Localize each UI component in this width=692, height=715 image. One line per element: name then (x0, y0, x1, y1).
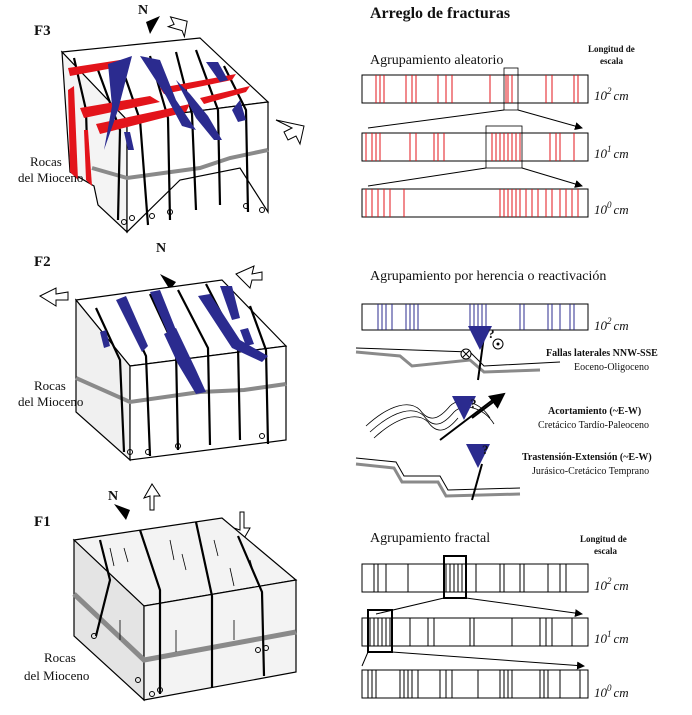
question-mark: ? (482, 442, 489, 457)
zoom-window (485, 125, 523, 169)
random-bar-1-fractures (365, 133, 575, 161)
random-bar-0-fractures (365, 189, 579, 217)
strike-slip-symbols (121, 203, 265, 225)
north-label-f3: N (138, 3, 148, 18)
north-label-f2: N (156, 241, 166, 256)
strike-slip-symbols (91, 633, 269, 697)
block-f1: F1 N Rocas del Mioceno (24, 483, 298, 702)
blue-fractures (104, 56, 246, 150)
question-mark: ? (488, 326, 495, 341)
rock-label-f2-line1: Rocas (34, 378, 66, 393)
north-arrow-f2: N (156, 241, 176, 290)
scale-header-line2: escala (600, 56, 623, 66)
block-f2: F2 N Roc (18, 241, 288, 462)
scale-header-line2-fractal: escala (594, 546, 617, 556)
fractal-bar-2 (361, 563, 589, 593)
random-bar-2-fractures (375, 75, 579, 103)
fractal-bar-0-fractures (367, 670, 581, 698)
extension-arrow-icon (275, 119, 305, 146)
minor-fractures (109, 539, 255, 652)
block-f2-label: F2 (34, 254, 51, 270)
red-fractures (68, 60, 250, 186)
fractal-grouping-title: Agrupamiento fractal (370, 531, 490, 546)
random-bar-0 (361, 188, 589, 218)
cross-section-transtension: ? (355, 442, 521, 501)
block-f1-side (143, 579, 297, 701)
zoom-arrows (367, 109, 582, 128)
extension-arrow-icon (142, 483, 161, 511)
zoom-window (443, 555, 467, 599)
random-bar-2 (361, 74, 589, 104)
random-bar-1 (361, 132, 589, 162)
figure-title: Arreglo de fracturas (370, 5, 510, 22)
extension-arrow-icon (38, 287, 69, 307)
zoom-window (367, 609, 393, 653)
fractal-bar-1 (361, 617, 589, 647)
rock-label-f1-line1: Rocas (44, 650, 76, 665)
question-mark: ? (470, 396, 477, 411)
event-1-age: Eoceno-Oligoceno (574, 362, 649, 373)
rock-label-f3-line1: Rocas (30, 154, 62, 169)
rock-label-f3-line2: del Mioceno (18, 170, 83, 185)
inherited-grouping-title: Agrupamiento por herencia o reactivación (370, 269, 606, 284)
north-label-f1: N (108, 489, 118, 504)
block-f2-side (129, 345, 287, 461)
zoom-arrows (361, 651, 584, 666)
cross-section-lateral-faults: ? (355, 326, 561, 381)
zoom-arrows (375, 597, 582, 614)
event-3-age: Jurásico-Cretácico Temprano (532, 466, 649, 477)
extension-arrow-icon (235, 265, 263, 289)
strike-slip-symbols (127, 433, 265, 455)
block-f1-label: F1 (34, 514, 51, 530)
event-2-name: Acortamiento (~E-W) (548, 406, 641, 417)
stratum-band (91, 148, 269, 181)
extension-arrow-icon (166, 16, 188, 39)
fractal-bar-1-fractures (369, 618, 573, 646)
fractal-bar-0 (361, 669, 589, 699)
zoom-arrows (367, 167, 582, 186)
block-f3: F3 N (18, 3, 305, 234)
inherited-bar (361, 303, 589, 331)
event-1-name: Fallas laterales NNW-SSE (546, 348, 658, 359)
random-grouping-title: Agrupamiento aleatorio (370, 53, 503, 68)
inherited-bar-fractures (377, 304, 575, 330)
scale-header-line1-fractal: Longitud de (580, 534, 627, 544)
north-arrow-f3: N (138, 3, 160, 34)
blue-fractures (100, 286, 268, 394)
north-arrow-f1: N (108, 489, 130, 520)
block-f3-label: F3 (34, 23, 51, 39)
cross-section-shortening: ? (365, 392, 506, 441)
fractal-bar-2-fractures (373, 564, 567, 592)
scale-header-line1: Longitud de (588, 44, 635, 54)
zoom-window (503, 67, 519, 111)
rock-label-f2-line2: del Mioceno (18, 394, 83, 409)
event-2-age: Cretácico Tardío-Paleoceno (538, 420, 649, 431)
rock-label-f1-line2: del Mioceno (24, 668, 89, 683)
event-3-name: Trastensión-Extensión (~E-W) (522, 452, 652, 463)
stratum-band (72, 592, 297, 663)
